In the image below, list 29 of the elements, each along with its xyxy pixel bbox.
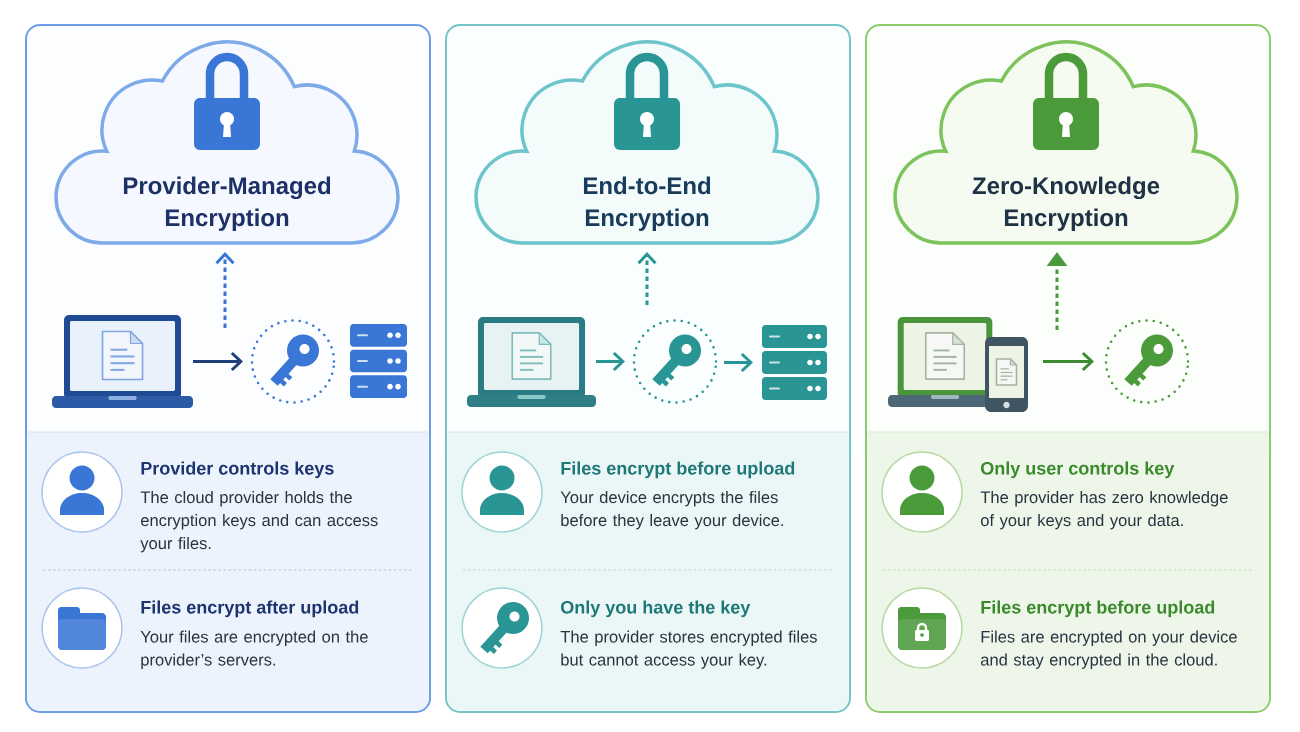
info-band — [26, 431, 430, 711]
heading: Files encrypt after upload — [141, 600, 359, 618]
heading: Provider controls keys — [141, 461, 334, 479]
arrow — [724, 352, 753, 373]
heading: Only user controls key — [981, 461, 1175, 479]
cloud: End-to-End Encryption — [474, 40, 820, 245]
heading: Only you have the key — [561, 600, 751, 618]
laptop-and-phone — [888, 317, 1028, 412]
arrow — [193, 351, 243, 372]
heading: Files encrypt before upload — [561, 461, 795, 479]
dashed-arrow — [215, 252, 235, 328]
cloud: Provider-Managed Encryption — [54, 40, 400, 245]
info-band — [446, 431, 850, 711]
arrow — [1043, 351, 1094, 372]
server-rack — [350, 324, 407, 398]
heading: Files encrypt before upload — [981, 600, 1215, 618]
description: Your device encrypts the files before they leave your device. — [560, 491, 783, 530]
description: Files are encrypted on your device and stay encrypted in the cloud. — [981, 630, 1237, 669]
dashed-arrow — [637, 252, 657, 305]
description: The provider stores encrypted files but cannot access your key. — [560, 630, 817, 669]
description: The provider has zero knowledge of your keys and your data. — [980, 491, 1228, 530]
arrow — [596, 351, 625, 372]
server-rack — [762, 325, 827, 400]
laptop — [467, 317, 596, 407]
laptop — [52, 315, 193, 408]
description: The cloud provider holds the encryption keys and can access your files. — [140, 491, 378, 553]
cloud: Zero-Knowledge Encryption — [893, 40, 1239, 245]
info-band — [866, 431, 1270, 711]
description: Your files are encrypted on the provider’s servers. — [140, 630, 368, 669]
